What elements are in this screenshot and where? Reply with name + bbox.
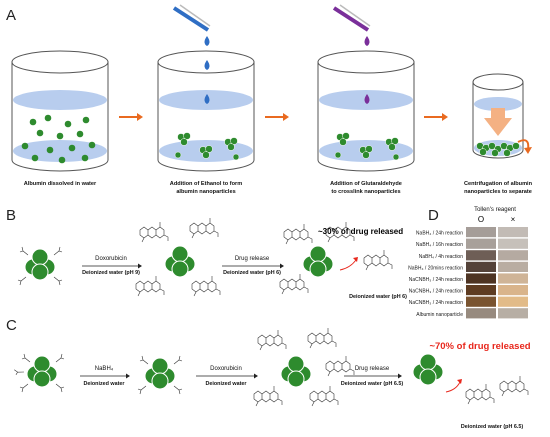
droplet-icon <box>204 36 210 104</box>
c-release-text: ~70% of drug released <box>429 341 530 352</box>
reaction-arrow <box>196 373 258 379</box>
reaction-arrow <box>82 263 142 269</box>
d-row-label: NaBH₄ / 24h reaction <box>416 231 463 237</box>
d-swatch-x <box>498 273 528 284</box>
b-step1-reagent: Doxorubicin <box>95 256 127 262</box>
nanoparticle-aldehyde <box>17 246 63 286</box>
caption-glutaraldehyde-2: to crosslink nanoparticles <box>331 189 400 195</box>
nanoparticle-doxorubicin <box>253 327 355 407</box>
d-swatch-x <box>498 261 528 272</box>
d-row-label: NaCNBH₃ / 24h reaction <box>409 277 464 283</box>
d-swatch-o <box>466 261 496 272</box>
reaction-arrow <box>222 263 284 269</box>
d-swatch-o <box>466 250 496 261</box>
d-swatch-o <box>466 308 496 319</box>
droplet-icon <box>364 36 370 104</box>
caption-albumin-dissolved: Albumin dissolved in water <box>24 181 97 187</box>
caption-ethanol: Addition of Ethanol to form <box>170 181 242 187</box>
released-drug <box>363 249 393 271</box>
centrifuge-tube-icon <box>472 73 532 159</box>
d-swatch-o <box>466 227 496 238</box>
c-step1-condition: Deionized water <box>83 381 125 387</box>
d-swatch-o <box>466 285 496 296</box>
d-swatch-x <box>498 285 528 296</box>
released-drug <box>465 375 529 405</box>
d-row-label: NaBH₄ / 20mins reaction <box>408 265 463 271</box>
c-step3-condition: Deionized water (pH 6.5) <box>341 381 404 387</box>
arrow-icon <box>424 113 448 121</box>
c-step2-condition: Deionized water <box>205 381 247 387</box>
d-row-label: NaBH₄ / 16h reaction <box>416 242 463 248</box>
caption-glutaraldehyde: Addition of Glutaraldehyde <box>330 181 402 187</box>
pipette-icon <box>332 4 371 32</box>
c-product-condition: Deionized water (pH 6.5) <box>461 424 524 430</box>
arrow-icon <box>265 113 289 121</box>
b-step2-reagent: Drug release <box>235 256 270 262</box>
d-swatch-o <box>466 273 496 284</box>
b-product-condition: Deionized water (pH 6) <box>349 294 407 300</box>
d-col-o: O <box>478 215 484 224</box>
b-step1-condition: Deionized water (pH 9) <box>82 270 140 276</box>
beaker-icon <box>317 50 415 172</box>
caption-ethanol-2: albumin nanoparticles <box>176 189 235 195</box>
d-swatch-o <box>466 238 496 249</box>
release-arrow <box>339 259 357 271</box>
nanoparticle-doxorubicin <box>135 217 221 297</box>
d-row-label: NaBH₄ / 4h reaction <box>419 254 464 260</box>
nanoparticle-reduced <box>137 355 183 395</box>
d-swatch-o <box>466 296 496 307</box>
pipette-icon <box>172 4 211 32</box>
d-swatch-x <box>498 308 528 319</box>
d-row-label: NaCNBH₃ / 24h reaction <box>409 300 464 306</box>
d-swatch-x <box>498 250 528 261</box>
d-swatch-x <box>498 238 528 249</box>
reaction-arrow <box>344 373 402 379</box>
nanoparticle-aldehyde <box>12 353 65 393</box>
panel-label-c: C <box>6 317 17 334</box>
c-step3-reagent: Drug release <box>355 366 390 372</box>
c-step2-reagent: Doxorubicin <box>210 366 242 372</box>
d-swatch-x <box>498 296 528 307</box>
panel-label-a: A <box>6 7 16 24</box>
d-row-label: Albumin nanoparticle <box>416 312 463 318</box>
b-step2-condition: Deionized water (pH 6) <box>223 270 281 276</box>
nanoparticle-released <box>412 353 444 386</box>
panel-label-d: D <box>428 207 439 224</box>
beaker-icon <box>11 50 109 172</box>
release-arrow <box>445 381 461 393</box>
caption-centrifugation-2: nanoparticles to separate <box>464 189 532 195</box>
arrow-icon <box>119 113 143 121</box>
c-step1-reagent: NaBH₄ <box>95 366 114 372</box>
caption-centrifugation: Centrifugation of albumin <box>464 181 533 187</box>
d-header: Tollen's reagent <box>474 207 516 213</box>
panel-label-b: B <box>6 207 16 224</box>
reaction-arrow <box>80 373 130 379</box>
d-swatch-x <box>498 227 528 238</box>
b-release-text: ~30% of drug released <box>318 227 403 236</box>
d-row-label: NaCNBH₃ / 24h reaction <box>409 289 464 295</box>
d-col-x: × <box>511 215 516 224</box>
